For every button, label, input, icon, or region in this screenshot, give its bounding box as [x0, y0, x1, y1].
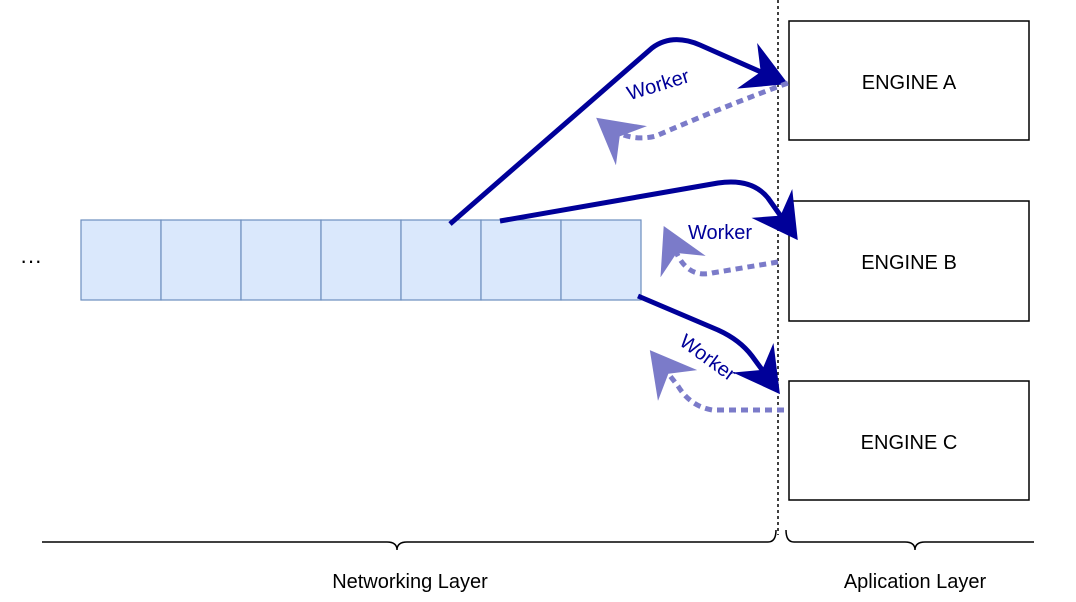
queue-slot	[320, 219, 402, 301]
engine-c-box	[788, 380, 1030, 501]
engine-c-label: ENGINE C	[861, 432, 958, 454]
engine-a: ENGINE A	[788, 20, 1030, 141]
queue-slot	[240, 219, 322, 301]
dispatch-arrow-c	[637, 293, 780, 395]
engine-b-box	[788, 200, 1030, 322]
queue-slot	[160, 219, 242, 301]
queue-slot	[400, 219, 482, 301]
request-queue	[80, 219, 642, 301]
worker-label-b: Worker	[688, 222, 752, 244]
application-layer-label: Aplication Layer	[844, 571, 987, 593]
engine-b: ENGINE B	[788, 200, 1030, 322]
worker-label-a: Worker	[624, 65, 692, 105]
application-layer-brace	[785, 529, 1034, 551]
engine-a-label: ENGINE A	[862, 72, 957, 94]
queue-slot	[560, 219, 642, 301]
dispatch-arrow-b	[499, 179, 798, 241]
dispatch-arrow-a	[448, 37, 789, 226]
queue-slot	[80, 219, 162, 301]
engine-a-box	[788, 20, 1030, 141]
queue-ellipsis: ···	[20, 248, 42, 273]
return-arrow-b	[660, 225, 779, 278]
networking-layer-brace	[42, 529, 777, 551]
networking-layer-label: Networking Layer	[332, 571, 488, 593]
queue-slot	[480, 219, 562, 301]
engine-b-label: ENGINE B	[861, 252, 957, 274]
engine-c: ENGINE C	[788, 380, 1030, 501]
return-arrow-c	[649, 350, 784, 413]
